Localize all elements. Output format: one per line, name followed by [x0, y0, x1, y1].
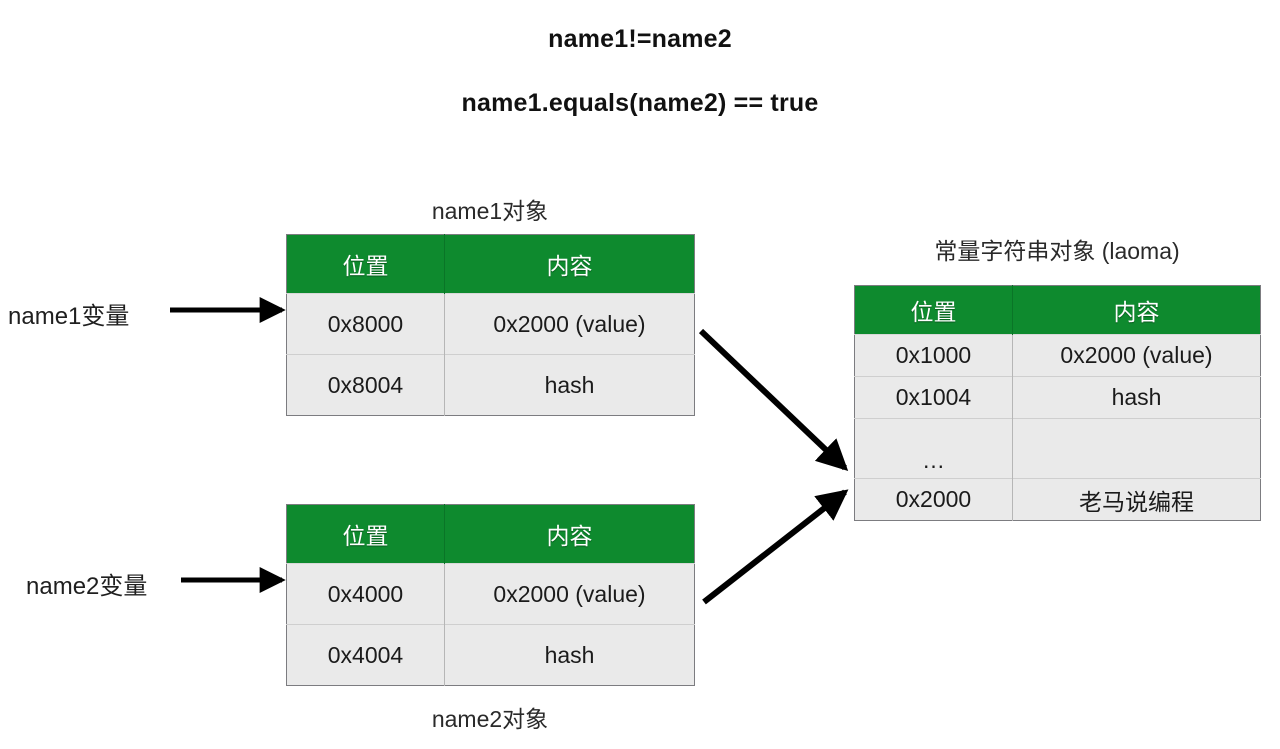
table-row: 0x2000 老马说编程	[854, 478, 1261, 521]
table-row: 0x4004 hash	[286, 624, 695, 686]
cell-content: hash	[1012, 376, 1261, 419]
arrow-name1-object-to-constant-icon	[698, 328, 849, 472]
cell-location: 0x2000	[854, 478, 1013, 521]
column-header-content: 内容	[444, 504, 695, 564]
cell-location-ellipsis: …	[854, 418, 1013, 479]
table-row: 0x4000 0x2000 (value)	[286, 563, 695, 625]
cell-content-empty	[1012, 418, 1261, 479]
cell-location: 0x8000	[286, 293, 445, 355]
name2-object-table-wrapper: 位置 内容 0x4000 0x2000 (value) 0x4004 hash	[286, 504, 695, 686]
table-header-row: 位置 内容	[286, 504, 695, 564]
column-header-location: 位置	[286, 234, 445, 294]
table-row: 0x8004 hash	[286, 354, 695, 416]
table-row: 0x8000 0x2000 (value)	[286, 293, 695, 355]
table-row: 0x1000 0x2000 (value)	[854, 334, 1261, 377]
cell-content: hash	[444, 624, 695, 686]
cell-location: 0x1000	[854, 334, 1013, 377]
cell-location: 0x4000	[286, 563, 445, 625]
constant-string-object-table: 位置 内容 0x1000 0x2000 (value) 0x1004 hash …	[854, 285, 1261, 521]
cell-content: 老马说编程	[1012, 478, 1261, 521]
column-header-location: 位置	[286, 504, 445, 564]
table-row: 0x1004 hash	[854, 376, 1261, 419]
name1-object-table: 位置 内容 0x8000 0x2000 (value) 0x8004 hash	[286, 234, 695, 416]
name1-variable-label: name1变量	[8, 303, 130, 330]
equation-name1-equals-method-true: name1.equals(name2) == true	[461, 89, 819, 117]
cell-content: 0x2000 (value)	[1012, 334, 1261, 377]
table-row-ellipsis: …	[854, 418, 1261, 479]
cell-location: 0x8004	[286, 354, 445, 416]
column-header-content: 内容	[444, 234, 695, 294]
constant-string-object-table-wrapper: 位置 内容 0x1000 0x2000 (value) 0x1004 hash …	[854, 285, 1261, 521]
cell-location: 0x4004	[286, 624, 445, 686]
table-header-row: 位置 内容	[854, 285, 1261, 335]
cell-content: hash	[444, 354, 695, 416]
cell-content: 0x2000 (value)	[444, 563, 695, 625]
column-header-content: 内容	[1012, 285, 1261, 335]
column-header-location: 位置	[854, 285, 1013, 335]
cell-content: 0x2000 (value)	[444, 293, 695, 355]
name2-object-table: 位置 内容 0x4000 0x2000 (value) 0x4004 hash	[286, 504, 695, 686]
name2-variable-label: name2变量	[26, 573, 148, 600]
cell-location: 0x1004	[854, 376, 1013, 419]
arrow-name2-object-to-constant-icon	[702, 489, 849, 605]
name1-object-table-wrapper: 位置 内容 0x8000 0x2000 (value) 0x8004 hash	[286, 234, 695, 416]
name1-object-caption: name1对象	[431, 198, 549, 224]
table-header-row: 位置 内容	[286, 234, 695, 294]
equation-name1-not-equals-name2: name1!=name2	[548, 25, 732, 53]
constant-string-object-caption: 常量字符串对象 (laoma)	[934, 238, 1180, 264]
name2-object-caption: name2对象	[431, 706, 549, 732]
